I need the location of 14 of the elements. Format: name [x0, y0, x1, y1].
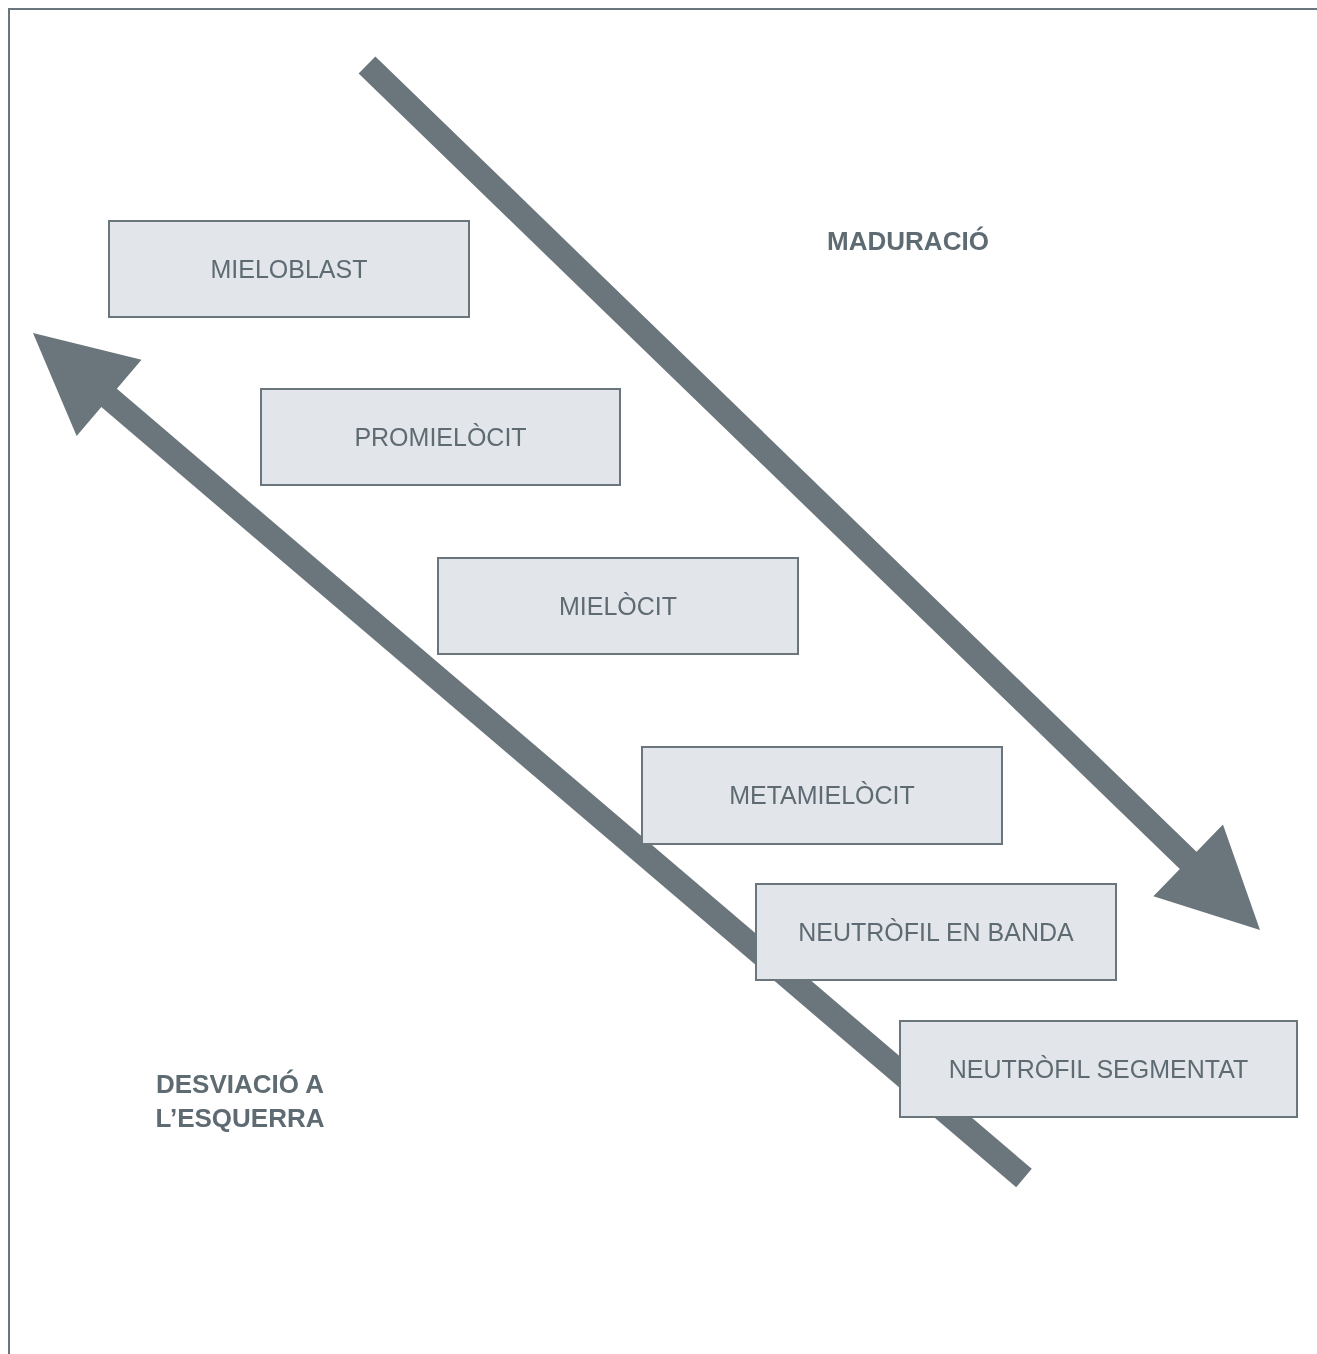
- stage-box: [260, 388, 621, 486]
- stage-label: NEUTRÒFIL SEGMENTAT: [948, 1054, 1249, 1084]
- stage-label: METAMIELÒCIT: [729, 781, 915, 810]
- stage-label: NEUTRÒFIL EN BANDA: [798, 917, 1074, 947]
- stage-label: PROMIELÒCIT: [354, 422, 527, 452]
- axis-label: MADURACIÓ: [826, 225, 990, 258]
- stage-box: [437, 557, 799, 655]
- stage-label: MIELÒCIT: [558, 591, 678, 621]
- stage-box: [641, 746, 1003, 845]
- stage-box: [755, 883, 1117, 981]
- stage-box: [899, 1020, 1298, 1118]
- stage-label: MIELOBLAST: [210, 254, 368, 284]
- axis-label: DESVIACIÓ A L’ESQUERRA: [154, 1068, 326, 1135]
- stage-box: [108, 220, 470, 318]
